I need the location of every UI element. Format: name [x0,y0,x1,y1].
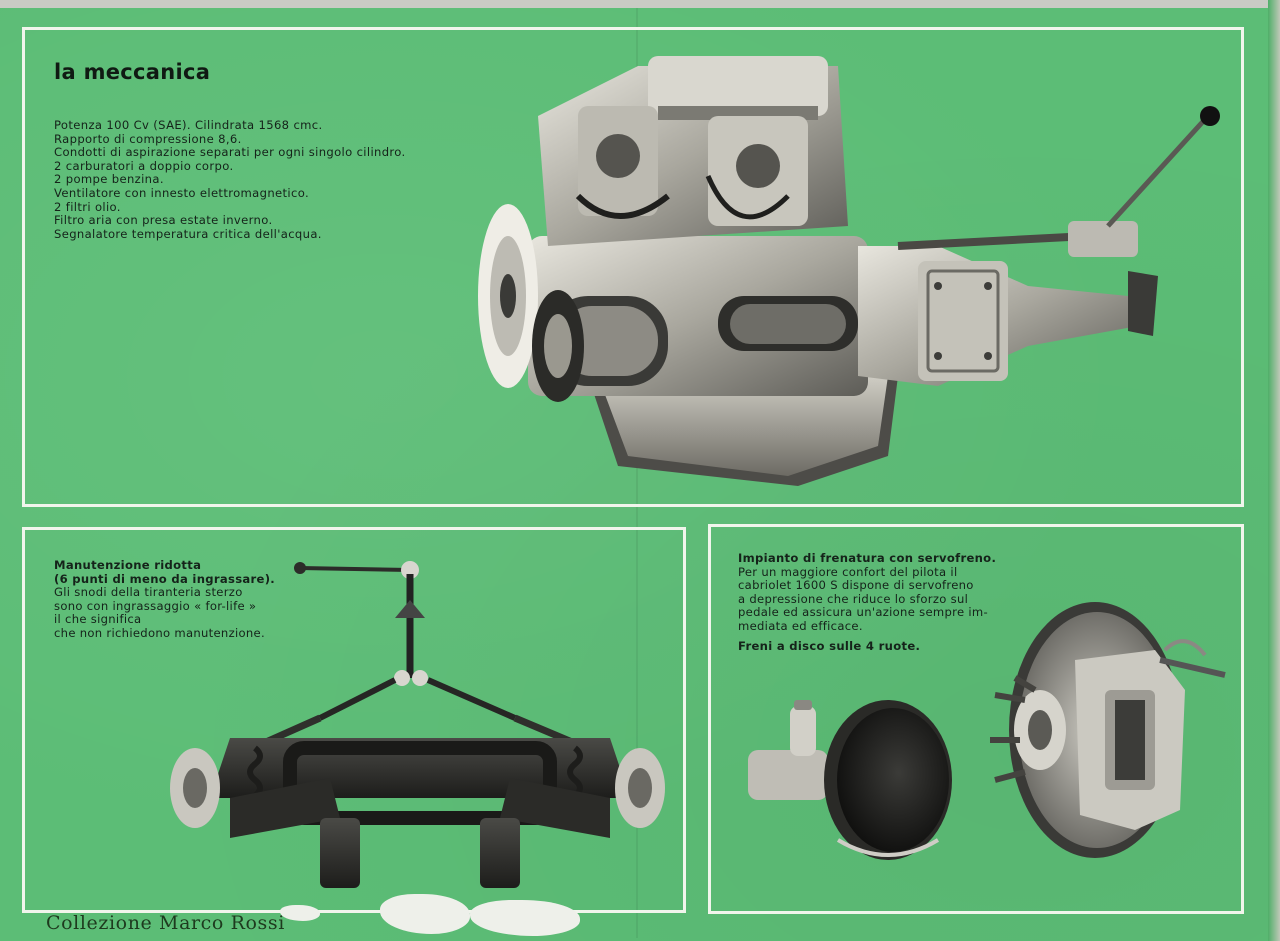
brake-line: cabriolet 1600 S dispone di servofreno [738,578,974,593]
disc-brake-photo [990,602,1226,858]
paper-top-edge [0,0,1280,8]
paper-damage [470,900,580,936]
spec-item: 2 pompe benzina. [54,172,164,187]
brake-heading: Impianto di frenatura con servofreno. [738,551,997,565]
section-title: la meccanica [54,60,211,84]
spec-item: Filtro aria con presa estate inverno. [54,213,273,228]
spec-item: 2 carburatori a doppio corpo. [54,158,234,173]
maintenance-text: Manutenzione ridotta (6 punti di meno da… [54,558,276,641]
paper-damage [380,894,470,934]
collection-watermark: Collezione Marco Rossi [46,912,285,934]
right-panel-frame [708,524,1244,914]
maintenance-line: il che significa [54,612,142,627]
center-fold [636,8,638,938]
brake-line: mediata ed efficace. [738,618,863,633]
brake-line: pedale ed assicura un'azione sempre im- [738,605,988,620]
brake-system-text: Impianto di frenatura con servofreno. Pe… [738,551,997,653]
maintenance-line: Gli snodi della tiranteria sterzo [54,585,243,600]
maintenance-line: che non richiedono manutenzione. [54,625,265,640]
brake-line: Per un maggiore confort del pilota il [738,564,958,579]
brake-servo-photo [748,700,952,860]
maintenance-heading: Manutenzione ridotta [54,558,202,572]
top-panel-frame [22,27,1244,507]
engine-gearbox-photo [478,56,1220,486]
spec-item: Condotti di aspirazione separati per ogn… [54,145,406,160]
maintenance-line: sono con ingrassaggio « for-life » [54,598,257,613]
brake-line: a depressione che riduce lo sforzo sul [738,591,969,606]
paper-right-edge [1268,0,1280,941]
maintenance-subheading: (6 punti di meno da ingrassare). [54,571,276,586]
front-suspension-photo [170,561,665,888]
spec-item: Segnalatore temperatura critica dell'acq… [54,226,322,241]
spec-item: Rapporto di compressione 8,6. [54,131,242,146]
spec-item: Ventilatore con innesto elettromagnetico… [54,185,309,200]
disc-brakes-note: Freni a disco sulle 4 ruote. [738,638,921,653]
left-panel-frame [22,527,686,913]
paper-damage [280,905,320,921]
engine-spec-list: Potenza 100 Cv (SAE). Cilindrata 1568 cm… [54,118,406,241]
spec-item: Potenza 100 Cv (SAE). Cilindrata 1568 cm… [54,118,323,132]
spec-item: 2 filtri olio. [54,199,121,214]
